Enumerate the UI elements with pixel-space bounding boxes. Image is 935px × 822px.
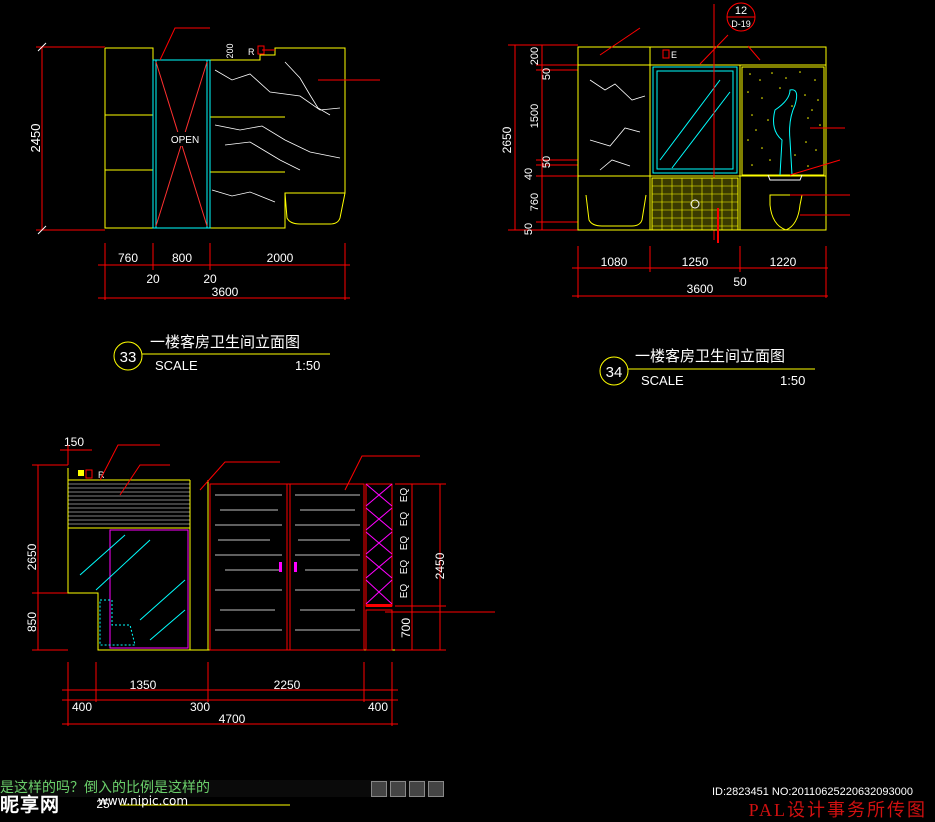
eq-label-1: EQ [399,488,410,503]
dim-label-34-760: 760 [529,193,541,211]
watermark-id: ID:2823451 NO:20110625220632093000 [711,786,913,798]
dim-vertical-33 [36,42,105,235]
dim-label-800: 800 [172,251,192,265]
dim-label-34-200: 200 [529,47,541,65]
dim-label-34-50a: 50 [541,68,553,80]
dim-label-25-400a: 400 [72,700,92,714]
svg-text:R: R [248,47,255,57]
dim-label-2000: 2000 [267,251,294,265]
elevation-33: 2450 OPEN [28,27,380,373]
dims-horizontal-34 [572,246,828,298]
properties-icon[interactable] [390,780,406,797]
leaders-25 [99,444,495,613]
dim-label-25-400b: 400 [368,700,388,714]
eq-label-2: EQ [399,512,410,527]
glass-partition-25 [79,529,189,649]
dim-label-34-3600: 3600 [687,282,714,296]
eq-label-3: EQ [399,536,410,551]
dim-label-25-700: 700 [399,618,413,638]
watermark-url: www.nipic.com [98,794,189,808]
speckle-panel-34 [741,66,825,181]
r-marker-25: R [78,469,105,480]
marble-veining-33 [211,61,341,203]
drawing-title-33: 一楼客房卫生间立面图 [150,333,300,351]
marble-veining-34 [589,79,646,171]
svg-text:12: 12 [735,5,747,17]
dim-label-4700: 4700 [219,712,246,726]
svg-text:SCALE: SCALE [641,373,684,388]
blind-slats-25 [68,483,190,525]
help-icon[interactable] [409,780,425,797]
dim-label-20b: 20 [203,272,217,286]
wardrobe-doors-25 [209,483,365,651]
r-marker-33: R 200 [225,43,275,59]
svg-text:33: 33 [120,349,137,366]
toolbar-icon-group [371,780,444,797]
mirror-34 [652,4,738,240]
dim-label-25-850: 850 [25,612,39,632]
dim-label-20a: 20 [146,272,160,286]
dim-label-34-50d: 50 [733,275,747,289]
svg-text:R: R [98,470,105,480]
dim-label-2450: 2450 [28,124,43,153]
dim-label-150: 150 [64,435,84,449]
dim-label-3600: 3600 [212,285,239,299]
dim-label-2650: 2650 [500,126,514,153]
settings-icon[interactable] [428,780,444,797]
svg-text:25: 25 [96,797,110,811]
dim-label-34-1500: 1500 [529,104,541,128]
svg-text:D-19: D-19 [731,19,751,29]
eq-label-4: EQ [399,560,410,575]
dims-vertical-left-25 [32,445,92,651]
leaders-34 [599,27,850,216]
dim-label-2250: 2250 [274,678,301,692]
open-label: OPEN [171,135,199,146]
svg-text:E: E [671,50,677,60]
dim-label-760: 760 [118,251,138,265]
watermark-pal: PAL设计事务所传图 [748,800,927,820]
command-line-bar[interactable] [0,780,430,797]
dim-label-1080: 1080 [601,255,628,269]
vase-34 [769,194,803,231]
watermark-logo: 昵享网 [0,794,61,816]
dim-label-25-2650: 2650 [25,543,39,570]
drawing-title-34: 一楼客房卫生间立面图 [635,347,785,365]
dim-label-25-2450: 2450 [433,552,447,579]
svg-text:1:50: 1:50 [295,358,320,373]
basin-34 [585,194,647,227]
svg-text:34: 34 [606,364,623,381]
svg-text:SCALE: SCALE [155,358,198,373]
leaders-33 [159,27,380,81]
dims-vertical-34 [508,44,578,231]
grid-bubble-34: 12 D-19 [726,2,756,32]
svg-text:1:50: 1:50 [780,373,805,388]
open-shelves-25 [365,483,393,651]
dim-label-1350: 1350 [130,678,157,692]
dim-label-1220: 1220 [770,255,797,269]
dim-label-34-50c: 50 [523,223,535,235]
wall-outline-33 [104,47,346,229]
title-block-25: 25 [96,797,290,811]
dim-label-34-50b: 50 [541,156,553,168]
command-line-text: 是这样的吗？倒入的比例是这样的 [0,780,210,796]
layer-icon[interactable] [371,780,387,797]
eq-label-5: EQ [399,584,410,599]
basin-33 [284,192,346,225]
door-opening-33: OPEN [152,59,211,229]
dims-vertical-right-25 [395,483,446,651]
dim-label-300: 300 [190,700,210,714]
dim-label-34-40: 40 [523,168,535,180]
elevation-34: 12 D-19 2650 200 50 1500 50 40 760 50 [500,2,850,388]
dims-horizontal-33 [98,243,350,300]
title-block-34: 34 一楼客房卫生间立面图 SCALE 1:50 [599,347,815,388]
title-block-33: 33 一楼客房卫生间立面图 SCALE 1:50 [113,333,330,373]
dim-label-1250: 1250 [682,255,709,269]
dim-label-200: 200 [225,43,235,58]
cabinet-grille-34 [651,177,739,243]
dims-horizontal-25 [62,662,398,726]
wall-outline-25 [67,468,410,651]
e-marker-34: E [662,49,677,60]
elevation-25: 150 2650 850 [25,435,495,811]
